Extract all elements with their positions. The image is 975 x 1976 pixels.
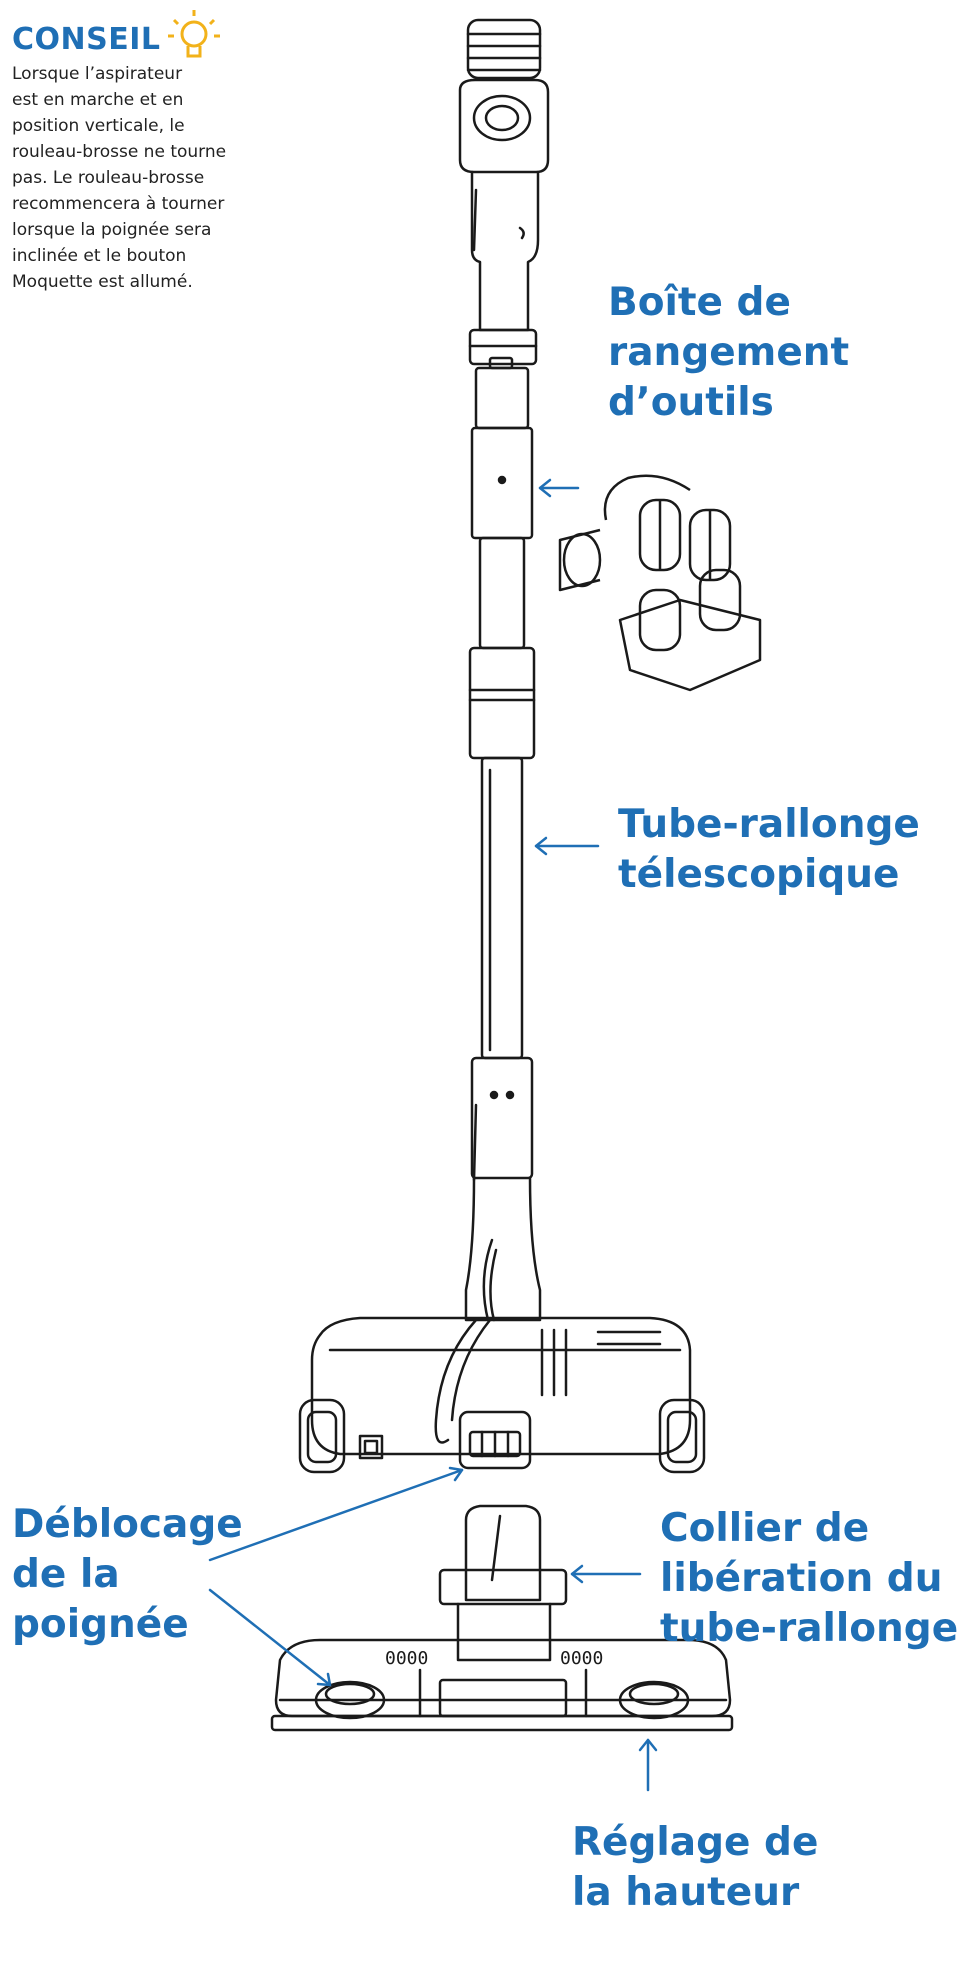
label-line: tube-rallonge bbox=[660, 1606, 959, 1651]
label-line: Tube-rallonge bbox=[618, 802, 920, 847]
label-line: rangement bbox=[608, 330, 850, 375]
lightbulb-icon bbox=[168, 10, 220, 58]
tip-line: lorsque la poignée sera bbox=[12, 220, 212, 240]
label-line: Collier de bbox=[660, 1506, 870, 1551]
label-line: poignée bbox=[12, 1602, 189, 1647]
tip-body: Lorsque l’aspirateur est en marche et en… bbox=[12, 61, 322, 295]
tip-line: pas. Le rouleau-brosse bbox=[12, 168, 205, 188]
label-line: Boîte de bbox=[608, 280, 791, 325]
tip-title: CONSEIL bbox=[12, 22, 161, 57]
label-telescopic-tube: Tube-rallonge télescopique bbox=[618, 800, 920, 900]
tip-line: position verticale, le bbox=[12, 116, 185, 136]
tip-box: CONSEIL Lorsque l’aspirateur est en marc… bbox=[12, 22, 322, 295]
label-line: de la bbox=[12, 1552, 120, 1597]
arrow-handle-release bbox=[208, 1466, 464, 1687]
callout-arrows bbox=[208, 478, 658, 1792]
tip-line: inclinée et le bouton bbox=[12, 246, 187, 266]
label-line: Réglage de bbox=[572, 1820, 819, 1865]
floor-head-marking-left: 0000 bbox=[385, 1648, 428, 1669]
label-tube-release-collar: Collier de libération du tube-rallonge bbox=[660, 1504, 958, 1654]
tip-line: est en marche et en bbox=[12, 90, 184, 110]
label-line: libération du bbox=[660, 1556, 943, 1601]
tip-line: recommencera à tourner bbox=[12, 194, 225, 214]
tip-line: Moquette est allumé. bbox=[12, 272, 193, 292]
tip-line: Lorsque l’aspirateur bbox=[12, 64, 183, 84]
arrow-tool-box bbox=[538, 478, 580, 498]
floor-head-marking-right: 0000 bbox=[560, 1648, 603, 1669]
tip-line: rouleau-brosse ne tourne bbox=[12, 142, 227, 162]
label-handle-release: Déblocage de la poignée bbox=[12, 1500, 243, 1650]
vacuum-line-art bbox=[270, 18, 734, 1732]
label-tool-storage-box: Boîte de rangement d’outils bbox=[608, 278, 849, 428]
label-line: télescopique bbox=[618, 852, 900, 897]
label-height-adjust: Réglage de la hauteur bbox=[572, 1818, 818, 1918]
label-line: d’outils bbox=[608, 380, 774, 425]
label-line: Déblocage bbox=[12, 1502, 243, 1547]
arrow-tube-release-collar bbox=[570, 1564, 642, 1584]
arrow-height-adjust bbox=[638, 1738, 658, 1792]
label-line: la hauteur bbox=[572, 1870, 800, 1915]
tool-storage-box-drawing bbox=[558, 474, 762, 692]
arrow-telescopic-tube bbox=[534, 836, 600, 856]
